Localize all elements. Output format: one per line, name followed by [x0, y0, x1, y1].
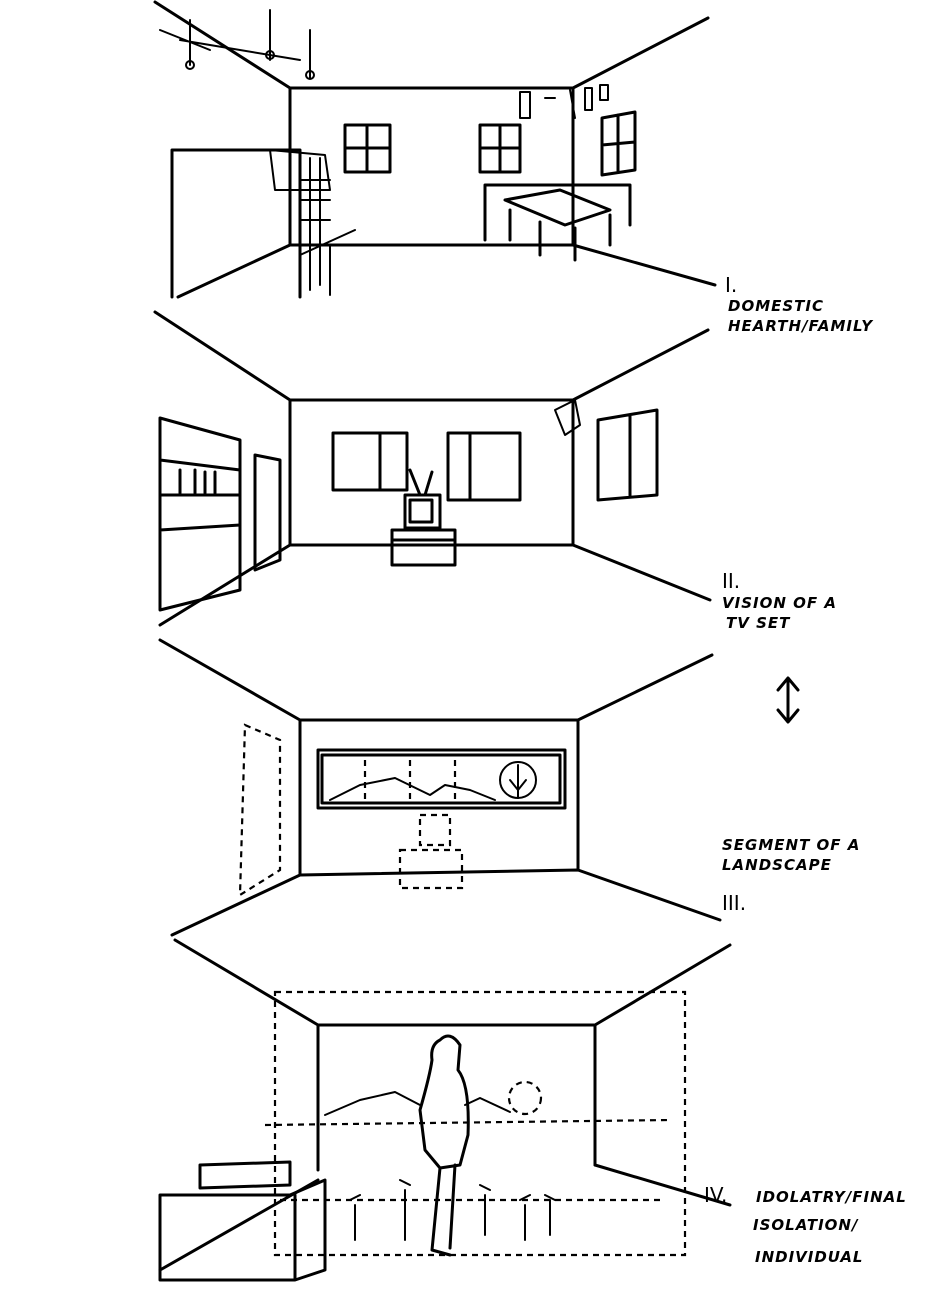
panel-1-caption-line-1: DOMESTIC — [728, 297, 824, 315]
panel-4-caption-line-3: INDIVIDUAL — [755, 1248, 863, 1266]
panel-1-numeral: I. — [725, 273, 737, 297]
panel-3-numeral: III. — [722, 891, 746, 915]
panel-2-tv-room: II. VISION OF A TV SET — [153, 310, 837, 632]
panel-4-caption-line-2: ISOLATION/ — [753, 1216, 859, 1234]
panel-3-landscape-room: SEGMENT OF A LANDSCAPE III. — [158, 638, 860, 937]
panel-3-caption-line-1: SEGMENT OF A — [722, 836, 860, 854]
panel-1-domestic-room: I. DOMESTIC HEARTH/FAMILY — [153, 0, 874, 335]
panel-2-numeral: II. — [722, 569, 740, 593]
double-arrow-icon — [776, 676, 800, 724]
panel-2-caption-line-2: TV SET — [726, 614, 791, 632]
panel-2-caption-line-1: VISION OF A — [722, 594, 837, 612]
panel-4-numeral: IV. — [704, 1183, 727, 1207]
panel-1-caption-line-2: HEARTH/FAMILY — [728, 317, 874, 335]
panel-4-caption-line-1: IDOLATRY/FINAL — [756, 1188, 907, 1206]
panel-3-caption-line-2: LANDSCAPE — [722, 856, 832, 874]
panel-4-isolation-room: IV. IDOLATRY/FINAL ISOLATION/ INDIVIDUAL — [158, 938, 907, 1282]
